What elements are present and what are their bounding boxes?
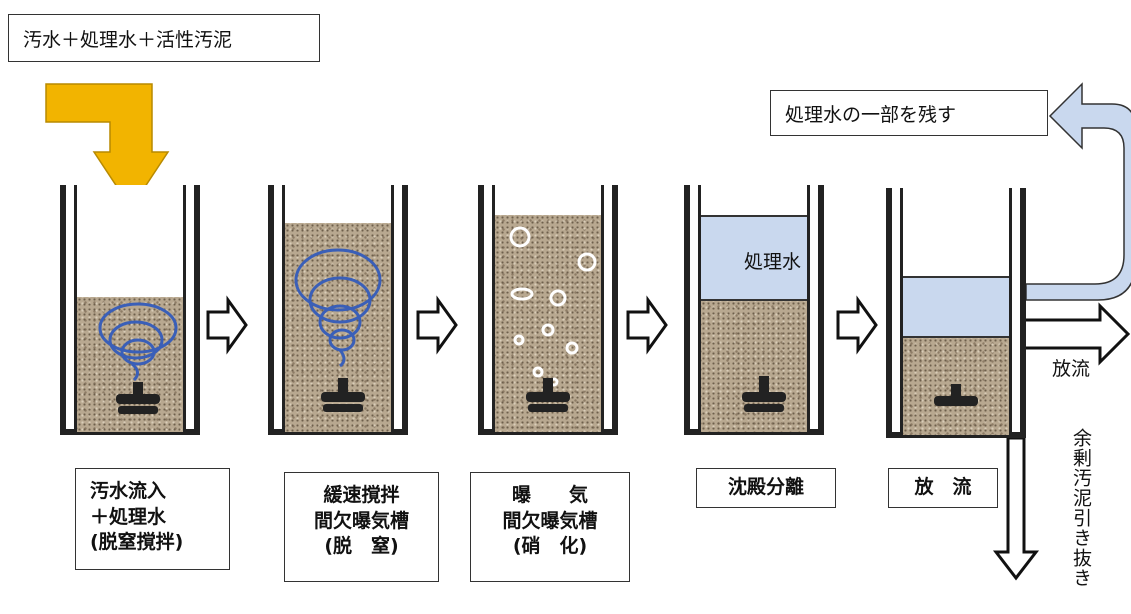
bubble-icon bbox=[532, 366, 544, 378]
mixing-swirls bbox=[98, 248, 382, 382]
flow-arrow-2 bbox=[416, 295, 458, 355]
discharge-label: 放流 bbox=[1052, 358, 1091, 380]
bubble-icon bbox=[549, 289, 567, 307]
swirl-icon bbox=[328, 328, 356, 352]
swirl-icon bbox=[308, 276, 372, 324]
inflow-arrow bbox=[45, 83, 170, 210]
sludge-withdraw-arrow bbox=[992, 436, 1040, 581]
tank-4: 処理水 bbox=[684, 185, 824, 435]
treated-water-label: 処理水 bbox=[743, 251, 801, 273]
flow-arrow-1 bbox=[206, 295, 248, 355]
swirl-icon bbox=[318, 304, 362, 340]
stage-label-5: 放 流 bbox=[888, 468, 998, 508]
return-label: 処理水の一部を残す bbox=[785, 104, 957, 126]
surface-water bbox=[903, 276, 1009, 338]
diffuser-icon bbox=[934, 384, 978, 406]
stage-label-2: 緩速撹拌 間欠曝気槽 (脱 窒) bbox=[284, 472, 439, 582]
diffuser-icon bbox=[526, 378, 570, 412]
diffuser-icon bbox=[116, 382, 160, 414]
air-bubbles bbox=[509, 226, 597, 387]
flow-arrow-3 bbox=[626, 295, 668, 355]
inflow-label: 汚水＋処理水＋活性汚泥 bbox=[23, 29, 233, 51]
bubble-icon bbox=[509, 226, 531, 248]
swirl-icon bbox=[120, 338, 156, 366]
return-label-box: 処理水の一部を残す bbox=[770, 90, 1048, 136]
stage-label-3: 曝 気 間欠曝気槽 (硝 化) bbox=[470, 472, 630, 582]
bubble-icon bbox=[565, 341, 579, 355]
stage-label-1: 汚水流入 ＋処理水 (脱窒撹拌) bbox=[75, 468, 230, 570]
flow-arrows bbox=[206, 295, 1131, 581]
treated-water: 処理水 bbox=[701, 215, 807, 301]
bubble-icon bbox=[510, 287, 534, 301]
diffusers bbox=[116, 376, 978, 414]
discharge-arrow bbox=[1022, 302, 1131, 366]
stage-label-4: 沈殿分離 bbox=[696, 468, 836, 508]
swirl-icon bbox=[294, 248, 382, 312]
swirl-icon bbox=[108, 320, 164, 360]
swirl-icon bbox=[98, 302, 178, 354]
flow-arrow-4 bbox=[836, 295, 878, 355]
bubble-icon bbox=[513, 334, 525, 346]
bubble-icon bbox=[541, 323, 555, 337]
diffuser-icon bbox=[742, 376, 786, 412]
bubble-icon bbox=[577, 252, 597, 272]
diffuser-icon bbox=[321, 378, 365, 412]
inflow-label-box: 汚水＋処理水＋活性汚泥 bbox=[8, 14, 320, 62]
excess-sludge-label: 余剰汚泥引き抜き bbox=[1070, 428, 1092, 588]
